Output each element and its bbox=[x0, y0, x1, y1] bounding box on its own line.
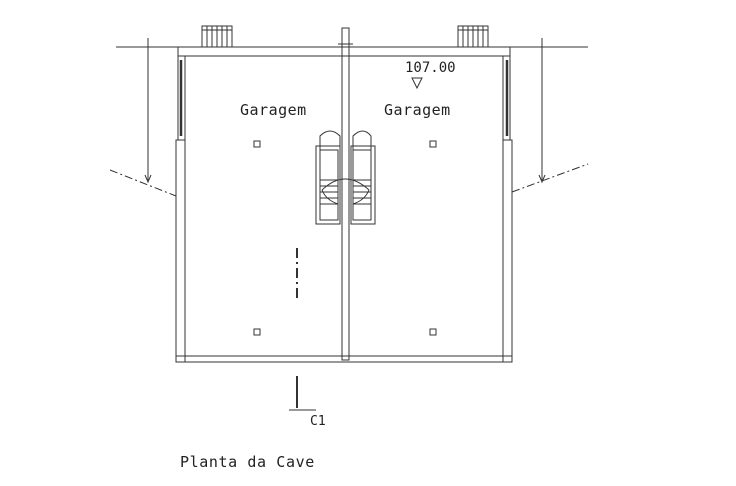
staircases bbox=[315, 130, 376, 225]
level-triangle-icon bbox=[411, 77, 423, 90]
terrain-right bbox=[511, 38, 589, 193]
drawing-caption: Planta da Cave bbox=[180, 453, 315, 471]
exterior-steps-left bbox=[201, 25, 233, 48]
level-marker: 107.00 bbox=[405, 60, 456, 76]
room-label-left: Garagem bbox=[240, 101, 307, 119]
party-wall bbox=[338, 27, 353, 361]
outer-walls bbox=[175, 46, 513, 363]
terrain-left bbox=[109, 38, 177, 197]
room-label-right: Garagem bbox=[384, 101, 451, 119]
exterior-steps-right bbox=[457, 25, 489, 48]
columns bbox=[253, 140, 437, 336]
section-marker: C1 bbox=[310, 414, 326, 429]
section-line bbox=[289, 248, 316, 411]
